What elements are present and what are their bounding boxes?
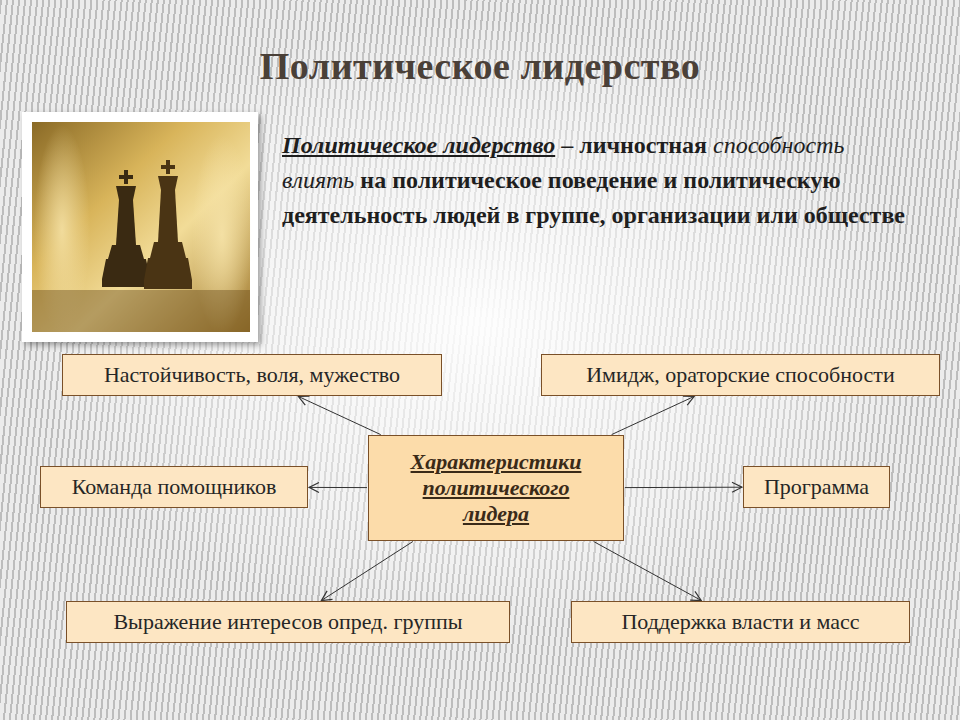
slide-title: Политическое лидерство <box>0 44 960 88</box>
definition-part: – личностная <box>561 132 707 158</box>
connector-arrow <box>612 396 695 434</box>
connector-arrow <box>625 487 742 488</box>
chess-king <box>144 160 192 289</box>
box-text: Программа <box>764 474 869 500</box>
box-text: Команда помощников <box>72 474 277 500</box>
trait-box: Настойчивость, воля, мужество <box>62 354 442 396</box>
box-text: Настойчивость, воля, мужество <box>104 362 400 388</box>
box-text: Поддержка власти и масс <box>621 609 859 635</box>
trait-box: Программа <box>743 466 890 508</box>
connector-arrow <box>309 487 367 488</box>
definition-part: на политическое поведение и политическую… <box>282 167 905 228</box>
connector-arrow <box>298 396 380 434</box>
box-text: Характеристики политического лидера <box>396 449 596 527</box>
trait-box: Выражение интересов опред. группы <box>66 601 510 643</box>
definition-text: Политическое лидерство – личностная спос… <box>282 128 922 233</box>
central-box: Характеристики политического лидера <box>368 435 624 541</box>
board <box>32 290 250 332</box>
connector-arrow <box>594 542 702 601</box>
chess-king <box>102 170 150 287</box>
definition-part: Политическое лидерство <box>282 132 555 158</box>
box-text: Имидж, ораторские способности <box>586 362 895 388</box>
connector-arrow <box>321 542 413 601</box>
photo-frame <box>22 112 258 342</box>
trait-box: Имидж, ораторские способности <box>541 354 940 396</box>
trait-box: Команда помощников <box>40 466 308 508</box>
trait-box: Поддержка власти и масс <box>571 601 910 643</box>
box-text: Выражение интересов опред. группы <box>113 609 462 635</box>
